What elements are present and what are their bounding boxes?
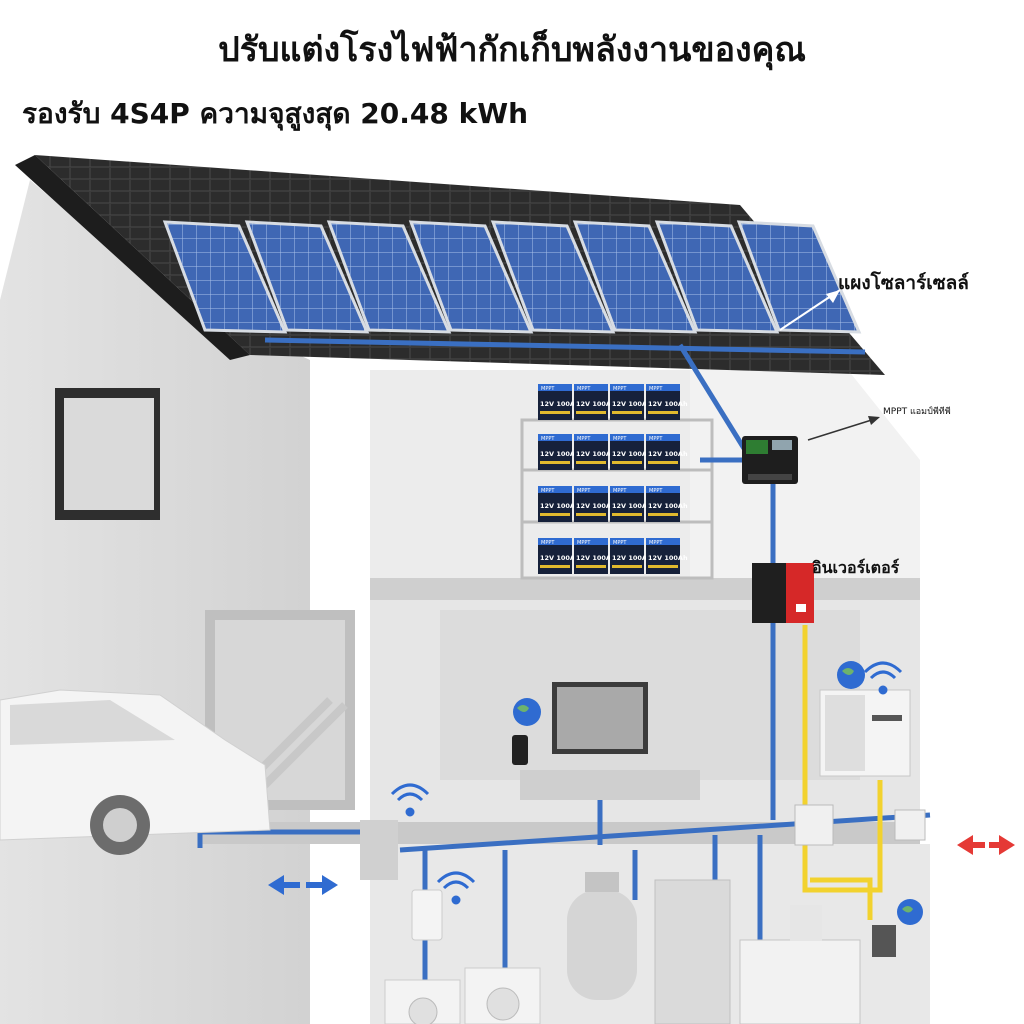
battery-rating-label: 12V 100Ah [576, 400, 616, 408]
callout-arrows [779, 289, 880, 441]
battery-brand-label: MPPT [613, 540, 627, 546]
appliances [360, 682, 926, 1024]
battery-module: MPPT 12V 100Ah [538, 434, 580, 470]
battery-rating-label: 12V 100Ah [612, 450, 652, 458]
panel-rail-cable [264, 337, 866, 355]
distribution-box [819, 689, 911, 777]
dryer [464, 967, 541, 1024]
bidirectional-arrow-red [957, 835, 1015, 855]
wall-switch [360, 820, 398, 880]
battery-brand-label: MPPT [649, 386, 663, 392]
battery-module: MPPT 12V 100Ah [646, 486, 688, 522]
battery-rating-label: 12V 100Ah [648, 450, 688, 458]
battery-module: MPPT 12V 100Ah [610, 384, 652, 420]
battery-module: MPPT 12V 100Ah [646, 538, 688, 574]
page-subtitle: รองรับ 4S4P ความจุสูงสุด 20.48 kWh [22, 97, 529, 130]
battery-rating-label: 12V 100Ah [540, 450, 580, 458]
battery-module: MPPT 12V 100Ah [646, 434, 688, 470]
solar-panel [162, 220, 288, 334]
battery-module: MPPT 12V 100Ah [574, 538, 616, 574]
battery-module: MPPT 12V 100Ah [538, 486, 580, 522]
washing-machine [384, 979, 461, 1024]
solar-panel-label: แผงโซลาร์เซลล์ [838, 272, 969, 294]
junction-box [872, 925, 896, 957]
battery-rating-label: 12V 100Ah [540, 554, 580, 562]
battery-module: MPPT 12V 100Ah [610, 538, 652, 574]
battery-rating-label: 12V 100Ah [576, 502, 616, 510]
mppt-label: MPPT แอมป์พีทีพี [883, 407, 951, 417]
battery-brand-label: MPPT [577, 436, 591, 442]
battery-rating-label: 12V 100Ah [612, 400, 652, 408]
battery-rating-label: 12V 100Ah [612, 554, 652, 562]
solar-panel [654, 220, 780, 334]
battery-rating-label: 12V 100Ah [648, 502, 688, 510]
battery-module: MPPT 12V 100Ah [610, 486, 652, 522]
battery-rating-label: 12V 100Ah [576, 450, 616, 458]
solar-panel [736, 220, 862, 334]
solar-panel [326, 220, 452, 334]
battery-brand-label: MPPT [613, 436, 627, 442]
battery-module: MPPT 12V 100Ah [538, 384, 580, 420]
solar-panel [408, 220, 534, 334]
ac-wires [802, 625, 883, 920]
inverter-unit [752, 563, 814, 623]
mppt-controller [742, 436, 798, 484]
battery-rating-label: 12V 100Ah [540, 400, 580, 408]
battery-brand-label: MPPT [613, 488, 627, 494]
battery-brand-label: MPPT [613, 386, 627, 392]
battery-module: MPPT 12V 100Ah [574, 434, 616, 470]
electric-car [0, 689, 271, 855]
solar-panel [244, 220, 370, 334]
water-tank [567, 872, 637, 1000]
battery-module: MPPT 12V 100Ah [574, 486, 616, 522]
globe-icon [837, 661, 865, 689]
battery-rating-label: 12V 100Ah [612, 502, 652, 510]
solar-panel-array [162, 220, 866, 355]
battery-brand-label: MPPT [577, 488, 591, 494]
battery-brand-label: MPPT [577, 386, 591, 392]
page-title: ปรับแต่งโรงไฟฟ้ากักเก็บพลังงานของคุณ [218, 30, 806, 70]
smartphone [512, 735, 528, 765]
heat-pump [739, 905, 861, 1024]
meter [894, 809, 926, 841]
battery-rating-label: 12V 100Ah [648, 400, 688, 408]
battery-module: MPPT 12V 100Ah [610, 434, 652, 470]
globe-icon [513, 698, 541, 726]
wifi-icon [436, 871, 476, 905]
wifi-icon [390, 783, 430, 817]
battery-rating-label: 12V 100Ah [576, 554, 616, 562]
battery-brand-label: MPPT [541, 436, 555, 442]
bidirectional-arrow-blue [268, 875, 338, 895]
battery-rating-label: 12V 100Ah [648, 554, 688, 562]
battery-brand-label: MPPT [541, 540, 555, 546]
wifi-icon [863, 661, 903, 695]
battery-brand-label: MPPT [649, 436, 663, 442]
attic-floor [370, 578, 920, 600]
battery-brand-label: MPPT [541, 488, 555, 494]
breaker [794, 804, 834, 846]
battery-brand-label: MPPT [577, 540, 591, 546]
battery-brand-label: MPPT [541, 386, 555, 392]
battery-brand-label: MPPT [649, 540, 663, 546]
smart-plug [411, 889, 443, 941]
globe-icon [897, 899, 923, 925]
battery-module: MPPT 12V 100Ah [646, 384, 688, 420]
battery-brand-label: MPPT [649, 488, 663, 494]
inverter-label: อินเวอร์เตอร์ [812, 558, 900, 577]
battery-rating-label: 12V 100Ah [540, 502, 580, 510]
battery-module: MPPT 12V 100Ah [574, 384, 616, 420]
solar-panel [572, 220, 698, 334]
boiler [654, 879, 731, 1024]
battery-module: MPPT 12V 100Ah [538, 538, 580, 574]
television [520, 682, 700, 800]
solar-panel [490, 220, 616, 334]
